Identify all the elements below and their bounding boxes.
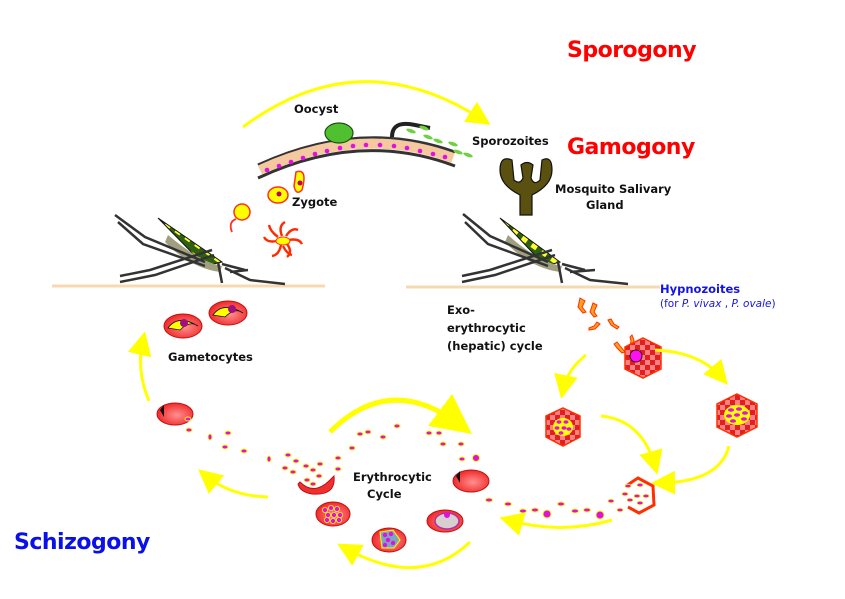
label-erythrocytic-1: Erythrocytic: [353, 470, 432, 484]
heading-sporogony: Sporogony: [567, 38, 697, 63]
microgametocyte: [262, 220, 304, 258]
ruptured-oocyst: [390, 121, 431, 138]
liver-schizont-left: [545, 407, 581, 447]
liver-cell-ruptured: [607, 476, 656, 515]
liver-cell-infected: [624, 337, 662, 379]
rbc-ruptured: [297, 474, 335, 495]
liver-schizont-right: [716, 393, 758, 438]
heading-schizogony: Schizogony: [14, 530, 150, 555]
erythrocytic-arrow-bottom: [337, 540, 472, 570]
merozoite-release-arrow: [499, 512, 613, 536]
species-ovale: P. ovale: [731, 298, 772, 310]
rbc-uninfected-right: [452, 469, 490, 493]
oocyst: [324, 122, 354, 144]
heading-gamogony: Gamogony: [567, 135, 695, 160]
label-exo-3: (hepatic) cycle: [447, 339, 543, 353]
mosquito-right: [461, 213, 629, 286]
hepatic-arrow-middle: [600, 414, 663, 475]
hepatic-arrow-left: [554, 353, 587, 399]
gametocyte-rbc-2: [208, 300, 248, 326]
sporogony-arrow: [242, 80, 491, 129]
salivary-gland: [499, 158, 553, 216]
erythrocytic-arrow-left: [198, 469, 269, 499]
mosquito-left: [114, 213, 286, 286]
rbc-trophozoite-ring: [426, 509, 464, 533]
note-suffix: ): [771, 298, 776, 310]
label-sporozoites: Sporozoites: [472, 134, 549, 148]
label-hypnozoites: Hypnozoites: [660, 282, 741, 296]
rbc-schizont-mature: [315, 501, 351, 527]
hepatic-arrow-right: [654, 348, 728, 385]
label-exo-1: Exo-: [447, 303, 475, 317]
rbc-uninfected-left: [156, 402, 194, 426]
hypnozoites-note: (for P. vivax , P. ovale): [660, 298, 776, 310]
species-vivax: P. vivax: [681, 298, 722, 310]
label-gametocytes: Gametocytes: [168, 350, 253, 364]
label-exo-2: erythrocytic: [447, 321, 526, 335]
label-salivary-gland-1: Mosquito Salivary: [555, 182, 672, 196]
liver-sporozoites: [577, 297, 635, 354]
note-prefix: (for: [660, 298, 682, 310]
merozoites-from-liver: [485, 497, 605, 520]
erythrocytic-arrow-top: [328, 393, 472, 435]
label-zygote: Zygote: [292, 195, 338, 209]
sporozoites: [406, 125, 473, 158]
macrogamete: [233, 203, 251, 221]
label-salivary-gland-2: Gland: [586, 198, 624, 212]
hepatic-arrow-return: [651, 445, 731, 495]
label-oocyst: Oocyst: [294, 102, 339, 116]
gametocyte-arrow: [127, 331, 152, 402]
gametocyte-rbc-1: [163, 313, 203, 339]
rbc-schizont-early: [371, 527, 407, 553]
midgut-wall: [257, 136, 456, 180]
label-erythrocytic-2: Cycle: [367, 487, 402, 501]
note-separator: ,: [721, 298, 732, 310]
